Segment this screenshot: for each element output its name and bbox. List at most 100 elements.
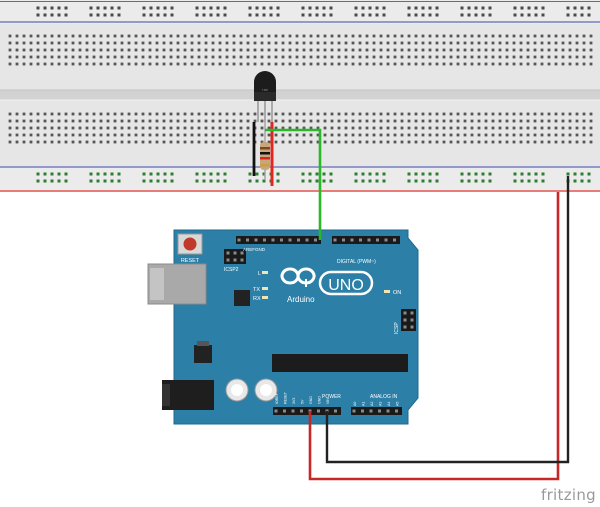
breadboard-hole[interactable] — [449, 119, 453, 123]
breadboard-hole[interactable] — [554, 48, 558, 52]
breadboard-hole[interactable] — [197, 126, 201, 130]
breadboard-hole[interactable] — [372, 34, 376, 38]
rail-hole[interactable] — [435, 6, 439, 10]
rail-hole[interactable] — [566, 6, 570, 10]
breadboard-hole[interactable] — [197, 119, 201, 123]
breadboard-hole[interactable] — [141, 55, 145, 59]
breadboard-hole[interactable] — [456, 48, 460, 52]
breadboard-hole[interactable] — [211, 119, 215, 123]
header-pin[interactable] — [359, 238, 362, 242]
rail-hole[interactable] — [163, 13, 167, 17]
breadboard-hole[interactable] — [428, 140, 432, 144]
breadboard-hole[interactable] — [337, 133, 341, 137]
breadboard-hole[interactable] — [169, 48, 173, 52]
breadboard-hole[interactable] — [190, 112, 194, 116]
rail-hole[interactable] — [301, 13, 305, 17]
breadboard-hole[interactable] — [554, 133, 558, 137]
header-pin[interactable] — [300, 409, 303, 413]
breadboard-hole[interactable] — [288, 112, 292, 116]
breadboard-hole[interactable] — [491, 34, 495, 38]
breadboard-hole[interactable] — [127, 140, 131, 144]
breadboard-hole[interactable] — [582, 62, 586, 66]
breadboard-hole[interactable] — [295, 119, 299, 123]
breadboard-hole[interactable] — [204, 41, 208, 45]
breadboard-hole[interactable] — [358, 34, 362, 38]
rail-hole[interactable] — [421, 13, 425, 17]
breadboard-hole[interactable] — [127, 62, 131, 66]
breadboard-hole[interactable] — [64, 41, 68, 45]
rail-hole[interactable] — [57, 172, 61, 176]
rail-hole[interactable] — [110, 13, 114, 17]
header-pin[interactable] — [352, 409, 356, 413]
breadboard-hole[interactable] — [463, 119, 467, 123]
breadboard-hole[interactable] — [50, 140, 54, 144]
rail-hole[interactable] — [315, 13, 319, 17]
breadboard-hole[interactable] — [351, 126, 355, 130]
breadboard-hole[interactable] — [92, 62, 96, 66]
breadboard-hole[interactable] — [36, 62, 40, 66]
rail-hole[interactable] — [573, 6, 577, 10]
breadboard-hole[interactable] — [323, 133, 327, 137]
breadboard-hole[interactable] — [337, 62, 341, 66]
breadboard-hole[interactable] — [505, 48, 509, 52]
breadboard-hole[interactable] — [281, 55, 285, 59]
breadboard-hole[interactable] — [344, 112, 348, 116]
rail-hole[interactable] — [89, 172, 93, 176]
breadboard-hole[interactable] — [85, 119, 89, 123]
breadboard-hole[interactable] — [456, 41, 460, 45]
breadboard-hole[interactable] — [211, 41, 215, 45]
rail-hole[interactable] — [421, 172, 425, 176]
breadboard-hole[interactable] — [113, 48, 117, 52]
breadboard-hole[interactable] — [456, 140, 460, 144]
breadboard-hole[interactable] — [141, 140, 145, 144]
breadboard-hole[interactable] — [302, 133, 306, 137]
breadboard-hole[interactable] — [50, 41, 54, 45]
breadboard-hole[interactable] — [106, 119, 110, 123]
rail-hole[interactable] — [149, 179, 153, 183]
breadboard-hole[interactable] — [386, 140, 390, 144]
breadboard-hole[interactable] — [253, 41, 257, 45]
breadboard-hole[interactable] — [155, 41, 159, 45]
breadboard-hole[interactable] — [372, 126, 376, 130]
rail-hole[interactable] — [43, 179, 47, 183]
breadboard-hole[interactable] — [190, 140, 194, 144]
breadboard-hole[interactable] — [8, 48, 12, 52]
breadboard-hole[interactable] — [239, 62, 243, 66]
rail-hole[interactable] — [64, 179, 68, 183]
breadboard-hole[interactable] — [470, 55, 474, 59]
breadboard-hole[interactable] — [204, 34, 208, 38]
breadboard-hole[interactable] — [435, 119, 439, 123]
breadboard-hole[interactable] — [99, 112, 103, 116]
breadboard-hole[interactable] — [400, 126, 404, 130]
breadboard-hole[interactable] — [309, 62, 313, 66]
rail-hole[interactable] — [202, 13, 206, 17]
breadboard-hole[interactable] — [232, 41, 236, 45]
breadboard-hole[interactable] — [526, 133, 530, 137]
breadboard-hole[interactable] — [120, 112, 124, 116]
breadboard-hole[interactable] — [218, 133, 222, 137]
breadboard-hole[interactable] — [183, 55, 187, 59]
rail-hole[interactable] — [262, 6, 266, 10]
breadboard-hole[interactable] — [393, 62, 397, 66]
breadboard-hole[interactable] — [554, 119, 558, 123]
breadboard-hole[interactable] — [533, 133, 537, 137]
breadboard-hole[interactable] — [393, 140, 397, 144]
breadboard-hole[interactable] — [421, 133, 425, 137]
breadboard-hole[interactable] — [204, 119, 208, 123]
breadboard-hole[interactable] — [519, 41, 523, 45]
breadboard-hole[interactable] — [351, 119, 355, 123]
breadboard-hole[interactable] — [554, 112, 558, 116]
breadboard-hole[interactable] — [50, 34, 54, 38]
rail-hole[interactable] — [223, 13, 227, 17]
breadboard-hole[interactable] — [526, 140, 530, 144]
rail-hole[interactable] — [170, 172, 174, 176]
breadboard-hole[interactable] — [372, 112, 376, 116]
breadboard-hole[interactable] — [8, 112, 12, 116]
rail-hole[interactable] — [520, 172, 524, 176]
breadboard-hole[interactable] — [302, 62, 306, 66]
breadboard-hole[interactable] — [470, 126, 474, 130]
breadboard-hole[interactable] — [36, 112, 40, 116]
header-pin[interactable] — [386, 409, 390, 413]
breadboard-hole[interactable] — [582, 119, 586, 123]
breadboard-hole[interactable] — [99, 48, 103, 52]
